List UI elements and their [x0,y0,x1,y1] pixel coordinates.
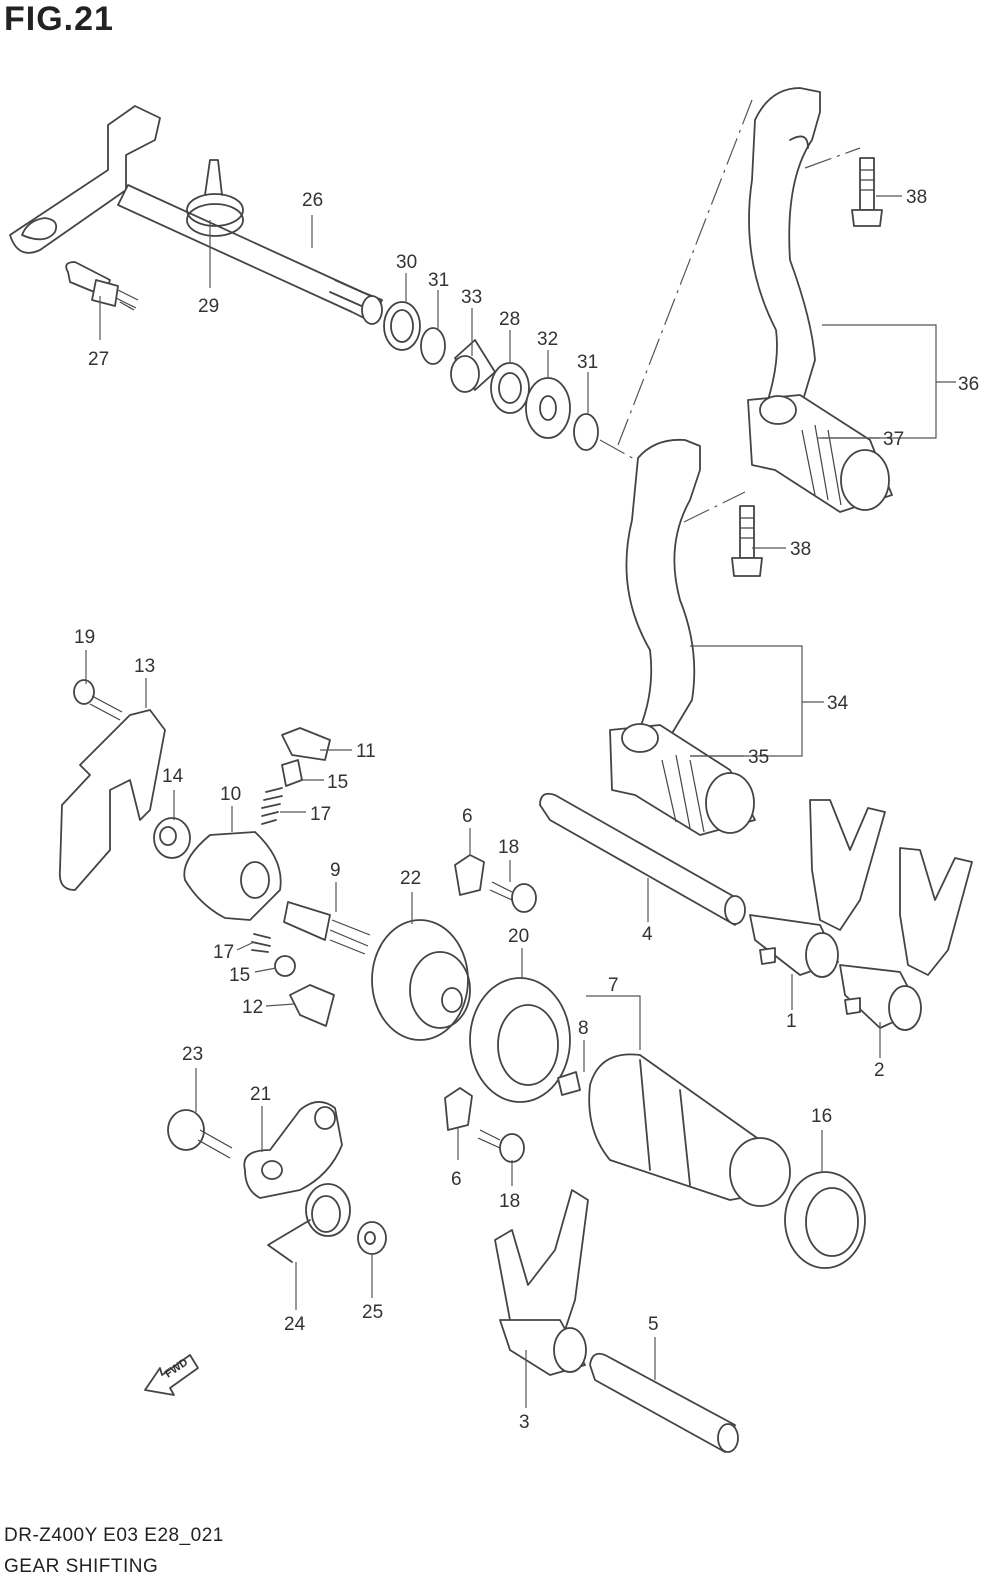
callout-21: 21 [250,1084,271,1105]
callout-31b: 31 [577,352,598,373]
bolt-38-upper [851,157,883,227]
callout-9: 9 [330,860,341,881]
callout-27: 27 [88,349,109,370]
fork-shaft-4 [539,792,746,926]
bearing-16 [784,1171,866,1269]
callout-35: 35 [748,747,769,768]
callout-10: 10 [220,784,241,805]
callout-8: 8 [578,1018,589,1039]
callout-33: 33 [461,287,482,308]
callout-20: 20 [508,926,529,947]
bearing-20 [469,977,571,1103]
cam-guide-10 [183,831,282,921]
callout-24: 24 [284,1314,306,1335]
callout-12: 12 [242,997,263,1018]
washer-25 [357,1221,387,1255]
callout-18b: 18 [499,1191,520,1212]
callout-18a: 18 [498,837,519,858]
circlip-outer [573,413,599,451]
shift-fork-3 [494,1189,589,1376]
screw-18-lower [477,1129,525,1163]
callout-6a: 6 [462,806,473,827]
needle-bearing-upper [450,339,496,393]
plate-6-lower [444,1087,473,1131]
callout-2: 2 [874,1060,885,1081]
circlip-inner [420,327,446,365]
callout-28: 28 [499,309,520,330]
pin-8 [557,1071,581,1096]
callout-36: 36 [958,374,979,395]
screw-18-upper [489,881,537,913]
gearshift-pedal-tip-upper [747,394,893,513]
gearshift-cam-7 [588,1053,791,1207]
bolt-23 [167,1109,233,1159]
spring-17-lower [251,933,271,953]
washer [525,377,571,439]
callout-numbers: 26 29 27 30 31 33 28 32 31 38 36 37 38 3… [74,187,979,1433]
callout-30: 30 [396,252,417,273]
shift-shaft [117,184,383,325]
return-spring [186,159,244,237]
callout-25: 25 [362,1302,383,1323]
gearshift-lever-upper [748,87,821,411]
callout-19: 19 [74,627,95,648]
fwd-arrow-icon: FWD [144,1354,199,1396]
stopper-arm-21 [243,1101,343,1199]
callout-3: 3 [519,1412,530,1433]
callout-1: 1 [786,1011,797,1032]
callout-7: 7 [608,975,619,996]
callout-26: 26 [302,190,323,211]
cam-plate-13 [58,709,166,891]
screw-19 [73,679,123,721]
gearshift-pedal-tip-lower [609,723,756,836]
fork-shaft-5 [589,1352,739,1453]
pin-15-lower [274,955,296,977]
callout-14: 14 [162,766,184,787]
spring-17-upper [261,787,283,825]
spring-24 [267,1183,351,1263]
callout-29: 29 [198,296,219,317]
gearshift-lever-lower [625,438,701,741]
callout-22: 22 [400,868,421,889]
bolt-38-lower [731,505,763,577]
callout-38b: 38 [790,539,811,560]
pin-15-upper [281,759,303,787]
figure-title: FIG.21 [4,0,114,38]
shift-fork-2 [839,847,973,1031]
callout-6b: 6 [451,1169,462,1190]
shift-fork-1 [749,799,886,978]
callout-4: 4 [642,924,653,945]
cam-driven-gear-22 [371,919,471,1041]
section-name: GEAR SHIFTING [4,1556,159,1577]
callout-38a: 38 [906,187,927,208]
callout-37: 37 [883,429,904,450]
stopper-12 [289,984,335,1027]
callout-15a: 15 [327,772,348,793]
shift-shaft-bracket [9,105,161,254]
model-code: DR-Z400Y E03 E28_021 [4,1525,224,1546]
stopper-11 [281,727,331,761]
callout-11: 11 [356,741,376,762]
callout-5: 5 [648,1314,659,1335]
washer-14 [153,817,191,859]
eccentric-bolt [65,261,139,311]
plate-6-upper [454,854,485,896]
shaft-9 [283,901,371,955]
callout-34: 34 [827,693,849,714]
oil-seal [383,301,421,351]
oil-seal-2 [490,362,530,414]
leader-lines [85,195,956,1408]
callout-15b: 15 [229,965,250,986]
callout-13: 13 [134,656,155,677]
callout-16: 16 [811,1106,832,1127]
callout-17b: 17 [213,942,234,963]
callout-31a: 31 [428,270,449,291]
callout-23: 23 [182,1044,203,1065]
callout-32: 32 [537,329,558,350]
callout-17a: 17 [310,804,331,825]
